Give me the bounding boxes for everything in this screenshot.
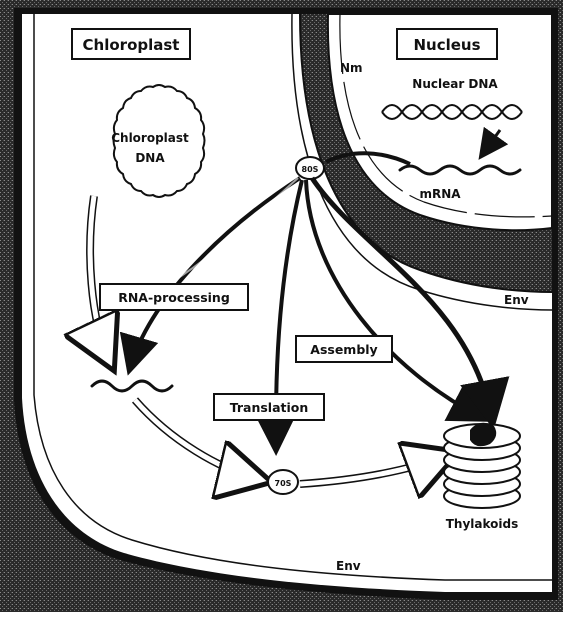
nm-label: Nm	[340, 61, 363, 75]
ribosome-80s: 80S	[296, 157, 324, 179]
thylakoids-label: Thylakoids	[446, 517, 519, 531]
chloroplast-dna-label-line2: DNA	[135, 151, 165, 165]
ribosome-70s-label: 70S	[275, 479, 292, 488]
nuclear-dna-label: Nuclear DNA	[412, 77, 498, 91]
rna-processing-label: RNA-processing	[118, 290, 230, 305]
env-label-right: Env	[504, 293, 529, 307]
nucleus-label: Nucleus	[413, 36, 480, 54]
thylakoid-stack	[444, 423, 520, 508]
ribosome-80s-label: 80S	[302, 165, 319, 174]
chloroplast-dna-label-line1: Chloroplast	[111, 131, 189, 145]
assembly-label: Assembly	[310, 342, 377, 357]
chloroplast-label: Chloroplast	[83, 36, 180, 54]
translation-label: Translation	[230, 400, 309, 415]
ribosome-70s: 70S	[268, 470, 298, 494]
env-label-bottom: Env	[336, 559, 361, 573]
mrna-label: mRNA	[419, 187, 461, 201]
